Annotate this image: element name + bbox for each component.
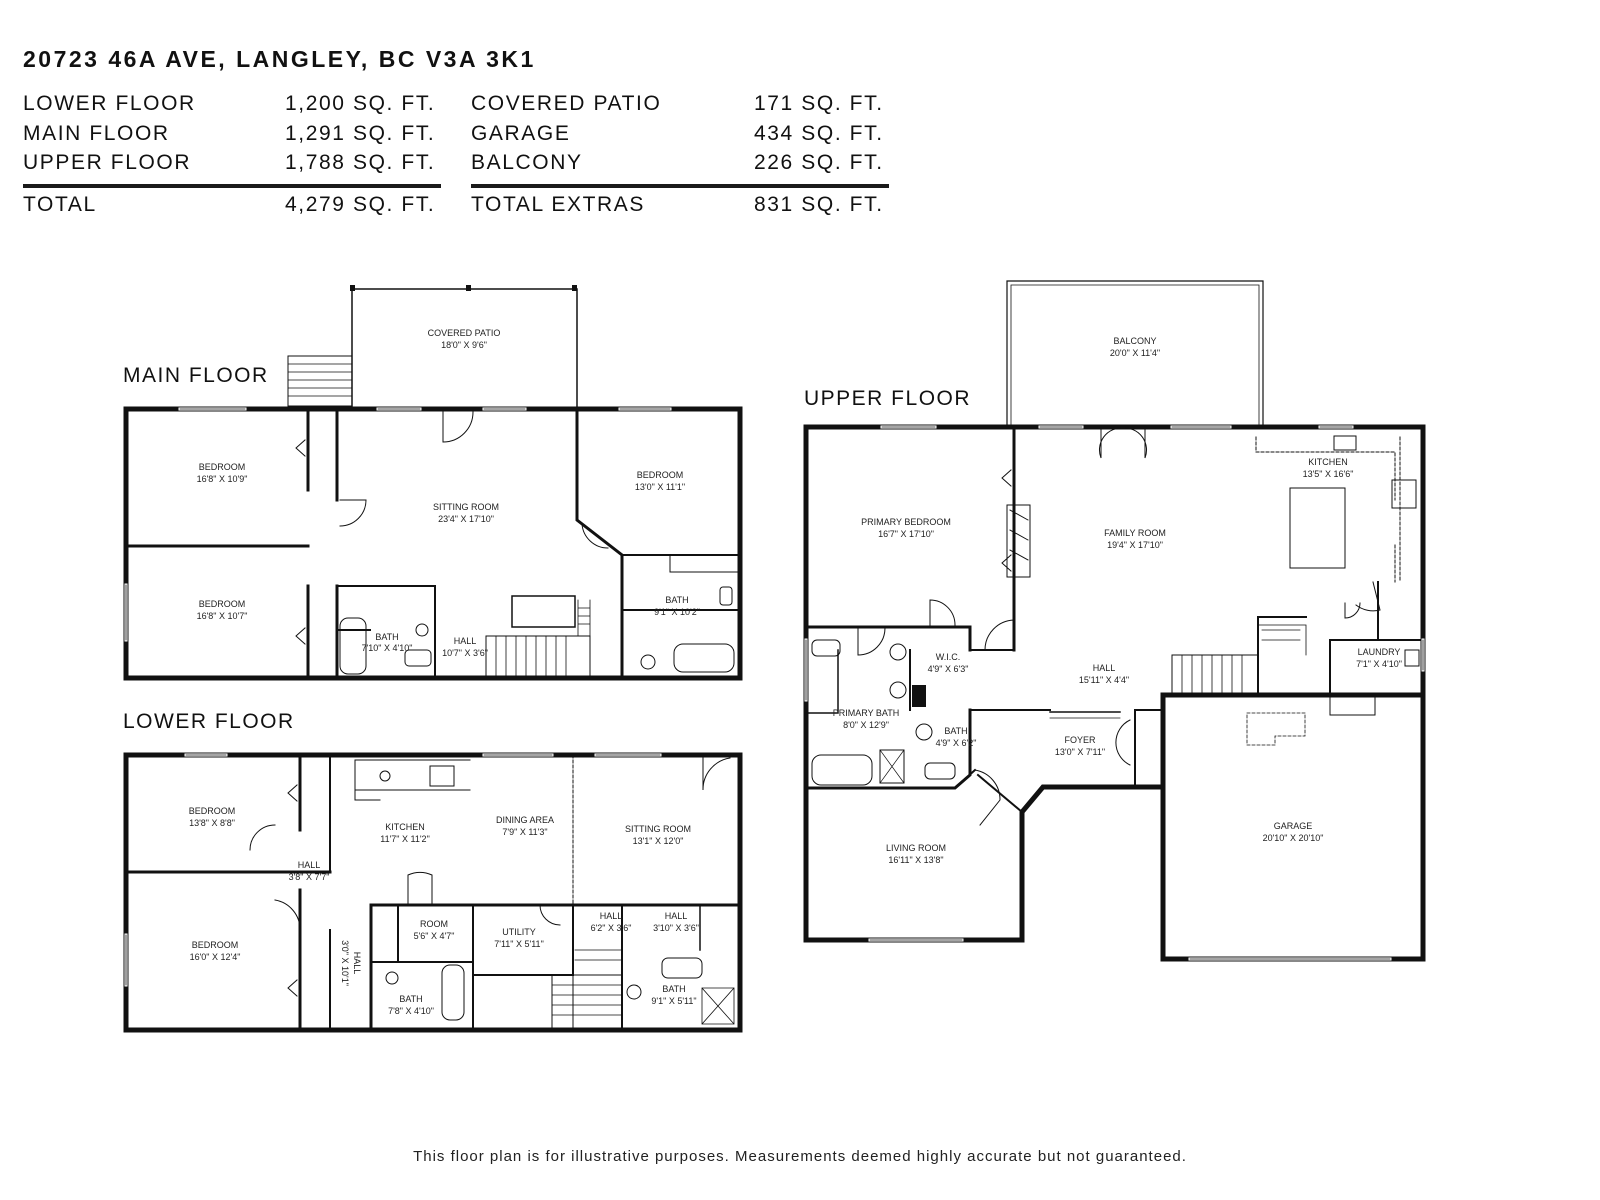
room-name: BATH — [399, 994, 422, 1004]
lower-floor-label: LOWER FLOOR — [123, 710, 295, 733]
room-dims: 9'1" X 5'11" — [651, 996, 696, 1006]
room-name: SITTING ROOM — [433, 502, 499, 512]
room-dims: 3'8" X 7'7" — [289, 872, 330, 882]
room-name: BEDROOM — [199, 599, 246, 609]
room-dims: 7'11" X 5'11" — [494, 939, 544, 949]
room-name: PRIMARY BEDROOM — [861, 517, 951, 527]
room-dims: 5'6" X 4'7" — [414, 931, 455, 941]
main-floor-label: MAIN FLOOR — [123, 364, 269, 387]
room-name: DINING AREA — [496, 815, 554, 825]
main-floor-plan — [123, 285, 743, 681]
room-name: BEDROOM — [199, 462, 246, 472]
room-dims: 16'0" X 12'4" — [190, 952, 241, 962]
room-name: UTILITY — [502, 927, 536, 937]
room-dims: 4'9" X 6'3" — [928, 664, 969, 674]
room-dims: 16'8" X 10'9" — [197, 474, 248, 484]
room-name: BALCONY — [1113, 336, 1156, 346]
room-dims: 20'0" X 11'4" — [1110, 348, 1160, 358]
summary-value-balcony: 226 SQ. FT. — [754, 151, 884, 174]
room-name: HALL — [1093, 663, 1116, 673]
room-name: COVERED PATIO — [428, 328, 501, 338]
room-name: LIVING ROOM — [886, 843, 946, 853]
room-dims: 11'7" X 11'2" — [380, 834, 430, 844]
room-name: HALL — [352, 952, 362, 975]
room-dims: 13'0" X 11'1" — [635, 482, 685, 492]
room-dims: 7'9" X 11'3" — [502, 827, 547, 837]
room-name: FOYER — [1064, 735, 1096, 745]
disclaimer-note: This floor plan is for illustrative purp… — [413, 1148, 1187, 1165]
room-name: KITCHEN — [385, 822, 425, 832]
room-dims: 8'0" X 12'9" — [843, 720, 889, 730]
summary-label-total-extras: TOTAL EXTRAS — [471, 193, 646, 216]
lower-floor-plan — [123, 752, 743, 1033]
room-dims: 19'4" X 17'10" — [1107, 540, 1163, 550]
room-name: GARAGE — [1274, 821, 1313, 831]
room-dims: 7'1" X 4'10" — [1356, 659, 1402, 669]
room-name: HALL — [454, 636, 477, 646]
room-name: BATH — [665, 595, 688, 605]
room-dims: 16'11" X 13'8" — [888, 855, 943, 865]
room-name: HALL — [600, 911, 623, 921]
summary-value-garage: 434 SQ. FT. — [754, 122, 884, 145]
room-dims: 13'8" X 8'8" — [189, 818, 235, 828]
room-name: HALL — [298, 860, 321, 870]
room-dims: 13'5" X 16'6" — [1303, 469, 1354, 479]
room-dims: 13'1" X 12'0" — [633, 836, 684, 846]
room-name: BEDROOM — [189, 806, 236, 816]
room-dims: 20'10" X 20'10" — [1263, 833, 1324, 843]
room-dims: 3'0" X 10'1" — [340, 940, 350, 986]
summary-label-total: TOTAL — [23, 193, 97, 216]
summary-label-lower-floor: LOWER FLOOR — [23, 92, 196, 115]
room-name: KITCHEN — [1308, 457, 1348, 467]
summary-value-upper-floor: 1,788 SQ. FT. — [285, 151, 436, 174]
main-floor-room-labels: COVERED PATIO 18'0" X 9'6" BEDROOM 16'8"… — [197, 328, 700, 658]
room-name: ROOM — [420, 919, 448, 929]
summary-left-divider — [23, 184, 441, 188]
upper-floor-label: UPPER FLOOR — [804, 387, 971, 410]
room-dims: 7'8" X 4'10" — [388, 1006, 434, 1016]
property-address: 20723 46A AVE, LANGLEY, BC V3A 3K1 — [23, 46, 536, 72]
room-dims: 9'1" X 10'2" — [654, 607, 700, 617]
room-dims: 16'8" X 10'7" — [197, 611, 248, 621]
room-dims: 6'2" X 3'6" — [591, 923, 632, 933]
room-name: HALL — [665, 911, 688, 921]
upper-floor-plan — [803, 280, 1426, 962]
room-dims: 3'10" X 3'6" — [653, 923, 699, 933]
room-dims: 15'11" X 4'4" — [1079, 675, 1129, 685]
summary-value-total-extras: 831 SQ. FT. — [754, 193, 884, 216]
summary-label-upper-floor: UPPER FLOOR — [23, 151, 192, 174]
room-dims: 18'0" X 9'6" — [441, 340, 487, 350]
room-name: W.I.C. — [936, 652, 961, 662]
summary-label-balcony: BALCONY — [471, 151, 583, 174]
room-name: SITTING ROOM — [625, 824, 691, 834]
summary-value-total: 4,279 SQ. FT. — [285, 193, 436, 216]
summary-label-main-floor: MAIN FLOOR — [23, 122, 170, 145]
summary-value-covered-patio: 171 SQ. FT. — [754, 92, 884, 115]
room-dims: 13'0" X 7'11" — [1055, 747, 1105, 757]
summary-right-divider — [471, 184, 889, 188]
room-dims: 10'7" X 3'6" — [442, 648, 488, 658]
room-name: BATH — [375, 632, 398, 642]
room-dims: 4'9" X 6'2" — [936, 738, 977, 748]
room-name: FAMILY ROOM — [1104, 528, 1166, 538]
summary-value-lower-floor: 1,200 SQ. FT. — [285, 92, 436, 115]
room-dims: 23'4" X 17'10" — [438, 514, 494, 524]
room-name: BATH — [944, 726, 967, 736]
room-name: PRIMARY BATH — [833, 708, 900, 718]
summary-label-garage: GARAGE — [471, 122, 571, 145]
upper-floor-room-labels: BALCONY 20'0" X 11'4" PRIMARY BEDROOM 16… — [833, 336, 1402, 865]
summary-value-main-floor: 1,291 SQ. FT. — [285, 122, 436, 145]
room-name: BEDROOM — [192, 940, 239, 950]
room-name: BEDROOM — [637, 470, 684, 480]
room-dims: 7'10" X 4'10" — [362, 643, 413, 653]
room-dims: 16'7" X 17'10" — [878, 529, 934, 539]
summary-label-covered-patio: COVERED PATIO — [471, 92, 662, 115]
room-name: BATH — [662, 984, 685, 994]
room-name: LAUNDRY — [1358, 647, 1401, 657]
lower-floor-room-labels: BEDROOM 13'8" X 8'8" KITCHEN 11'7" X 11'… — [189, 806, 699, 1016]
